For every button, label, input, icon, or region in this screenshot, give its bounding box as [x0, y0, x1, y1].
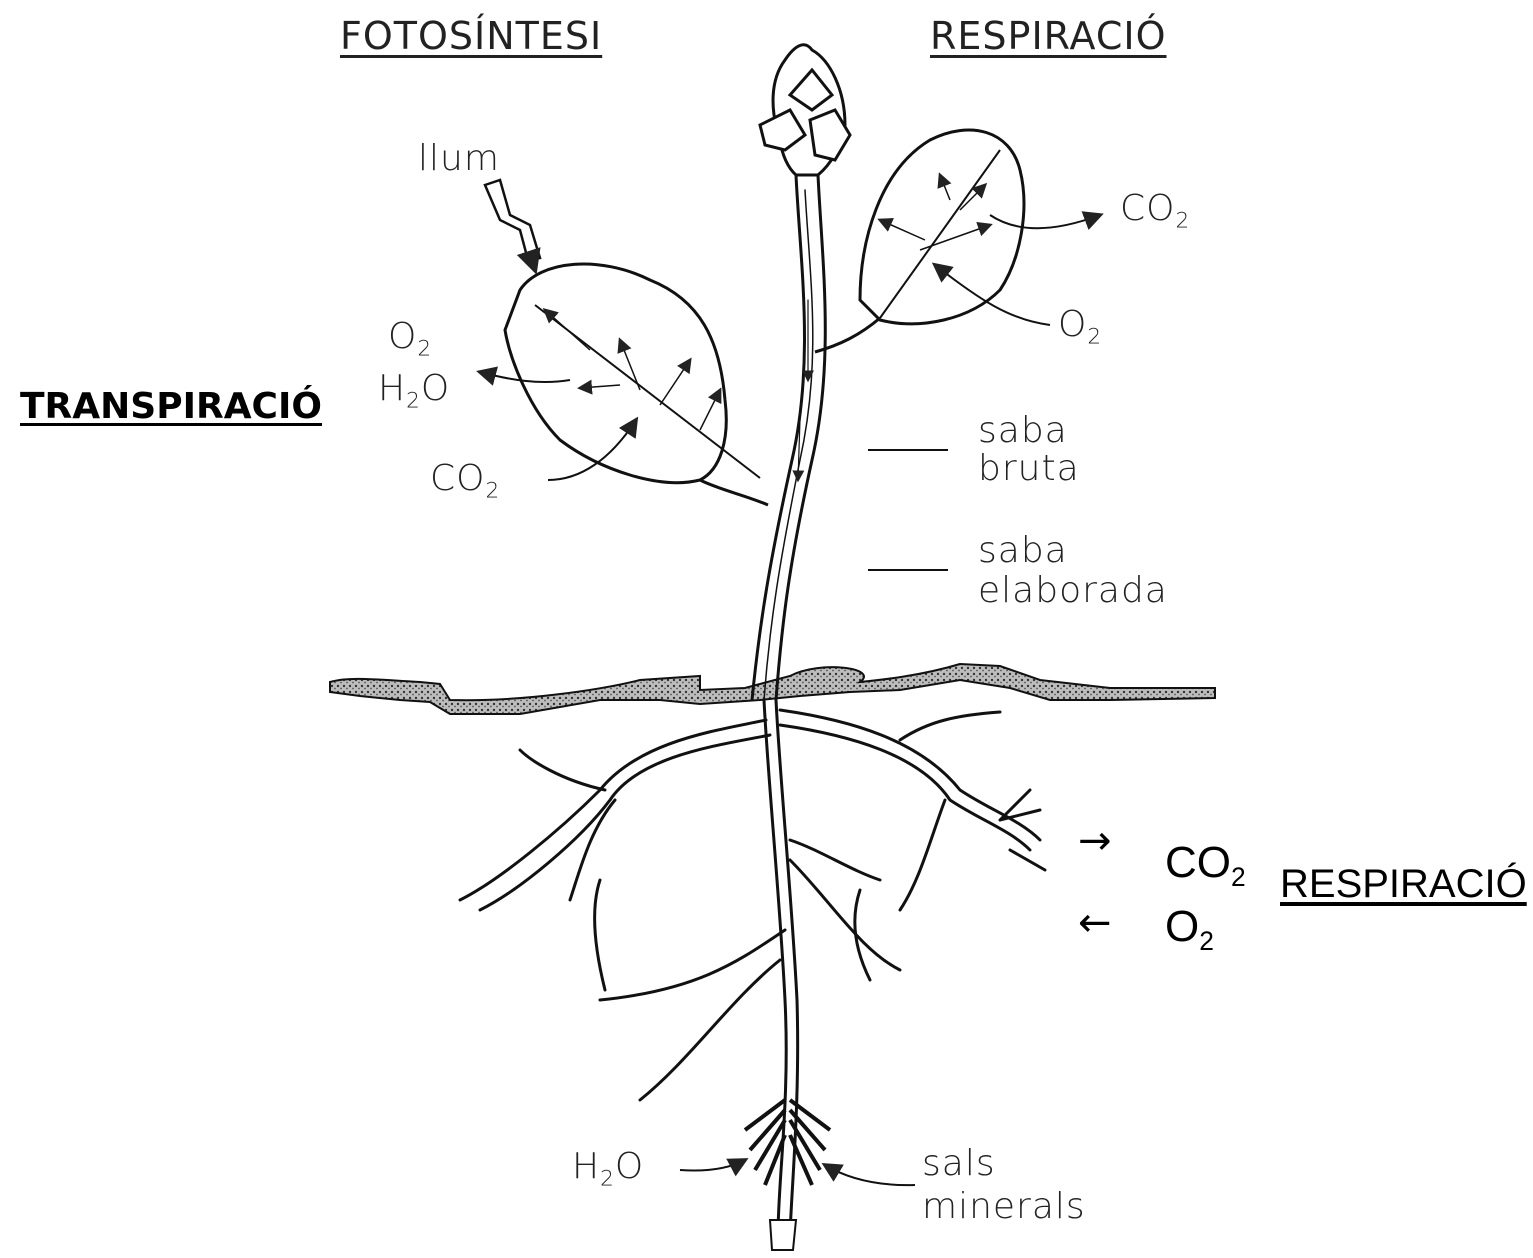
root-o2-in-arrow: ←: [1078, 900, 1112, 946]
raw-sap-label-2: bruta: [978, 450, 1080, 488]
right-leaf: [815, 130, 1024, 352]
root-co2-label: CO2: [1165, 838, 1246, 893]
root-co2-out-arrow: →: [1078, 818, 1112, 864]
photosynthesis-header: FOTOSÍNTESI: [340, 14, 602, 58]
left-leaf: [505, 264, 768, 505]
mineral-salts-label-1: sals: [922, 1145, 996, 1183]
light-label: llum: [418, 140, 500, 178]
leaf-co2-out-label: CO2: [1120, 190, 1190, 233]
root-tip: [770, 1220, 796, 1250]
processed-sap-label-2: elaborada: [978, 572, 1168, 610]
apical-bud: [760, 45, 850, 175]
mineral-salts-label-2: minerals: [922, 1188, 1086, 1226]
root-respiration-label: RESPIRACIÓ: [1280, 862, 1527, 907]
stem: [752, 175, 825, 700]
root-hairs: [745, 1100, 830, 1185]
root-h2o-label: H2O: [572, 1148, 644, 1191]
root-o2-label: O2: [1165, 902, 1214, 957]
transpiration-label: TRANSPIRACIÓ: [20, 386, 322, 427]
leaf-o2-out-label: O2: [388, 318, 432, 361]
leaf-co2-in-label: CO2: [430, 460, 500, 503]
respiration-header: RESPIRACIÓ: [930, 14, 1167, 58]
leaf-o2-in-label: O2: [1058, 306, 1102, 349]
processed-sap-label-1: saba: [978, 532, 1068, 570]
leaf-h2o-out-label: H2O: [378, 370, 450, 413]
raw-sap-label-1: saba: [978, 412, 1068, 450]
light-arrow: [485, 180, 540, 260]
soil-line: [330, 664, 1215, 714]
